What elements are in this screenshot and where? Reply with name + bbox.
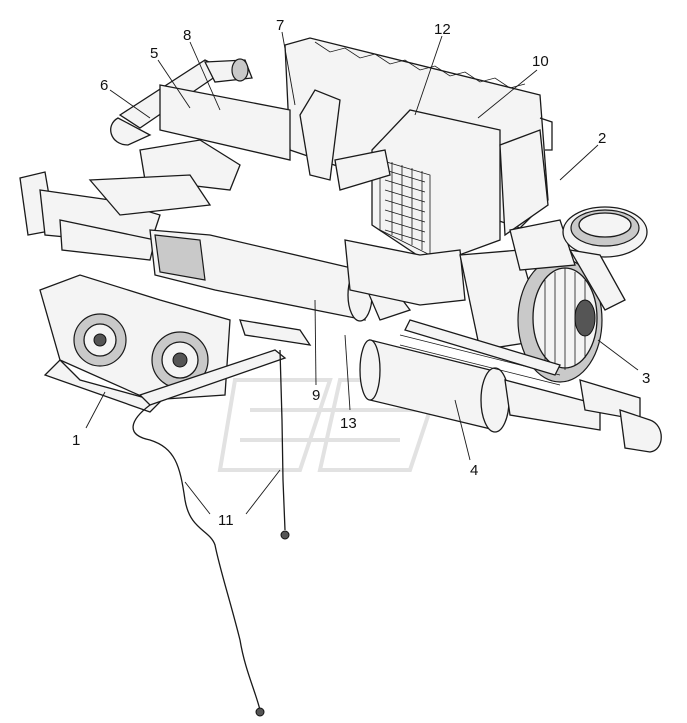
lower-muffler — [359, 334, 662, 453]
callout-11: 11 — [218, 512, 234, 529]
callout-9: 9 — [312, 387, 320, 404]
callout-10: 10 — [532, 53, 549, 70]
muffler-assembly — [149, 229, 466, 322]
engine-housing — [284, 37, 553, 266]
front-gear-housing — [39, 274, 231, 413]
callout-3: 3 — [642, 370, 650, 387]
callout-5: 5 — [150, 45, 158, 62]
callout-2: 2 — [598, 130, 606, 147]
callout-7: 7 — [276, 17, 284, 34]
callout-4: 4 — [470, 462, 478, 479]
base-frame — [138, 319, 561, 406]
callout-labels: 1 2 3 4 5 6 7 8 9 10 11 12 13 — [72, 17, 650, 529]
intake-pipes — [110, 58, 391, 191]
air-filter — [459, 249, 603, 383]
callout-6: 6 — [100, 77, 108, 94]
radiator-grille — [379, 159, 431, 256]
callout-8: 8 — [183, 27, 191, 44]
callout-13: 13 — [340, 415, 357, 432]
left-manifold — [19, 171, 212, 261]
leader-lines — [85, 31, 639, 515]
hoses — [132, 349, 290, 717]
callout-1: 1 — [72, 432, 80, 449]
callout-12: 12 — [434, 21, 451, 38]
pre-cleaner — [509, 206, 648, 311]
